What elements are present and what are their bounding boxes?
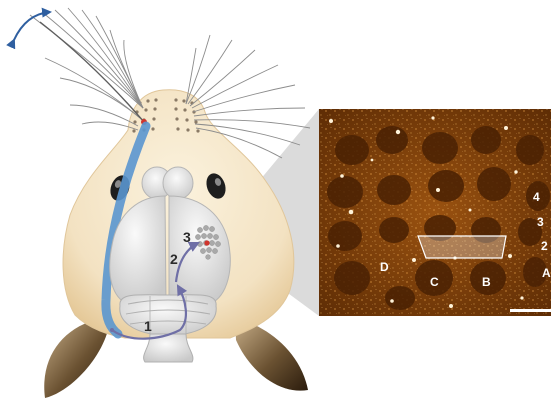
pathway-label-1: 1: [144, 318, 152, 334]
barrel-arc-label-3: 3: [537, 215, 544, 229]
barrel-arc-highlight: [418, 236, 506, 258]
barrel-arc-label-2: 2: [541, 239, 548, 253]
olfactory-bulb-right: [163, 167, 193, 199]
barrel-row-label-a: A: [542, 266, 551, 280]
left-whiskers: [30, 8, 143, 130]
barrel-row-label-b: B: [482, 275, 491, 289]
barrel-arc-label-4: 4: [533, 190, 540, 204]
barrel-row-label-d: D: [380, 260, 389, 274]
active-barrel: [204, 240, 209, 245]
barrel-row-label-c: C: [430, 275, 439, 289]
left-ear: [44, 320, 108, 398]
pathway-label-3: 3: [183, 229, 191, 245]
scale-bar: [510, 309, 551, 312]
pathway-label-2: 2: [170, 251, 178, 267]
